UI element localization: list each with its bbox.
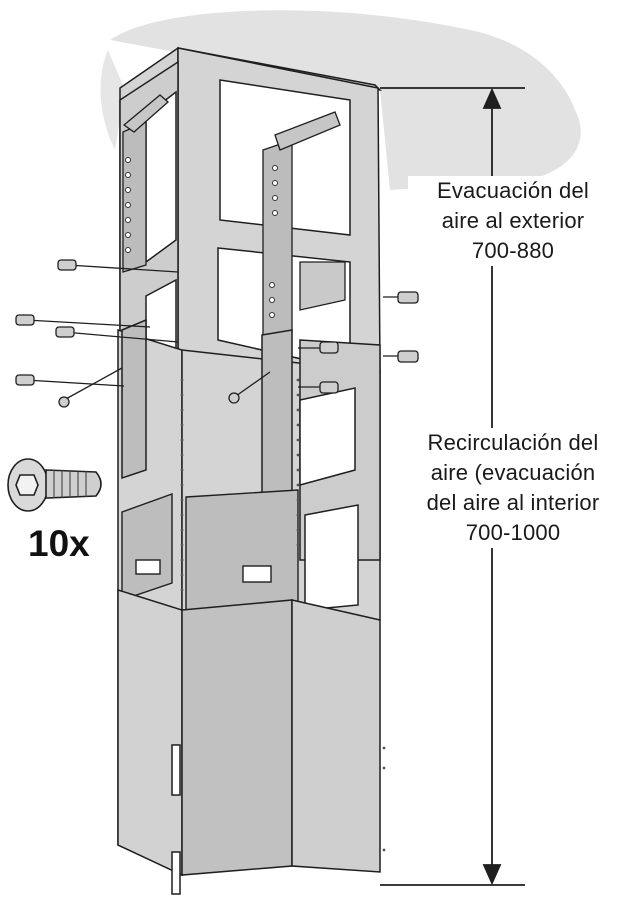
screw-icon [7, 458, 102, 512]
bottom-shell [117, 588, 381, 895]
exhaust-mode-line: Evacuación del [436, 178, 589, 203]
recirculation-mode-line: del aire al interior [426, 490, 600, 515]
slot-handles [135, 559, 272, 583]
exhaust-mode-line: aire al exterior [441, 208, 585, 233]
hole-icon [125, 157, 278, 318]
recirculation-mode-label: Recirculación del aire (evacuación del a… [398, 428, 628, 548]
screw-icon [15, 259, 419, 408]
recirculation-mode-line: Recirculación del [427, 430, 599, 455]
lower-windows [299, 387, 359, 611]
recirculation-mode-height: 700-1000 [465, 520, 561, 545]
ceiling-shadow [110, 10, 581, 190]
edge-holes [180, 378, 386, 852]
screw-quantity: 10x [28, 523, 90, 564]
recirculation-mode-line: aire (evacuación [430, 460, 596, 485]
exhaust-mode-label: Evacuación del aire al exterior 700-880 [408, 176, 618, 266]
ceiling-shadow-left [100, 50, 125, 150]
exhaust-mode-height: 700-880 [471, 238, 555, 263]
